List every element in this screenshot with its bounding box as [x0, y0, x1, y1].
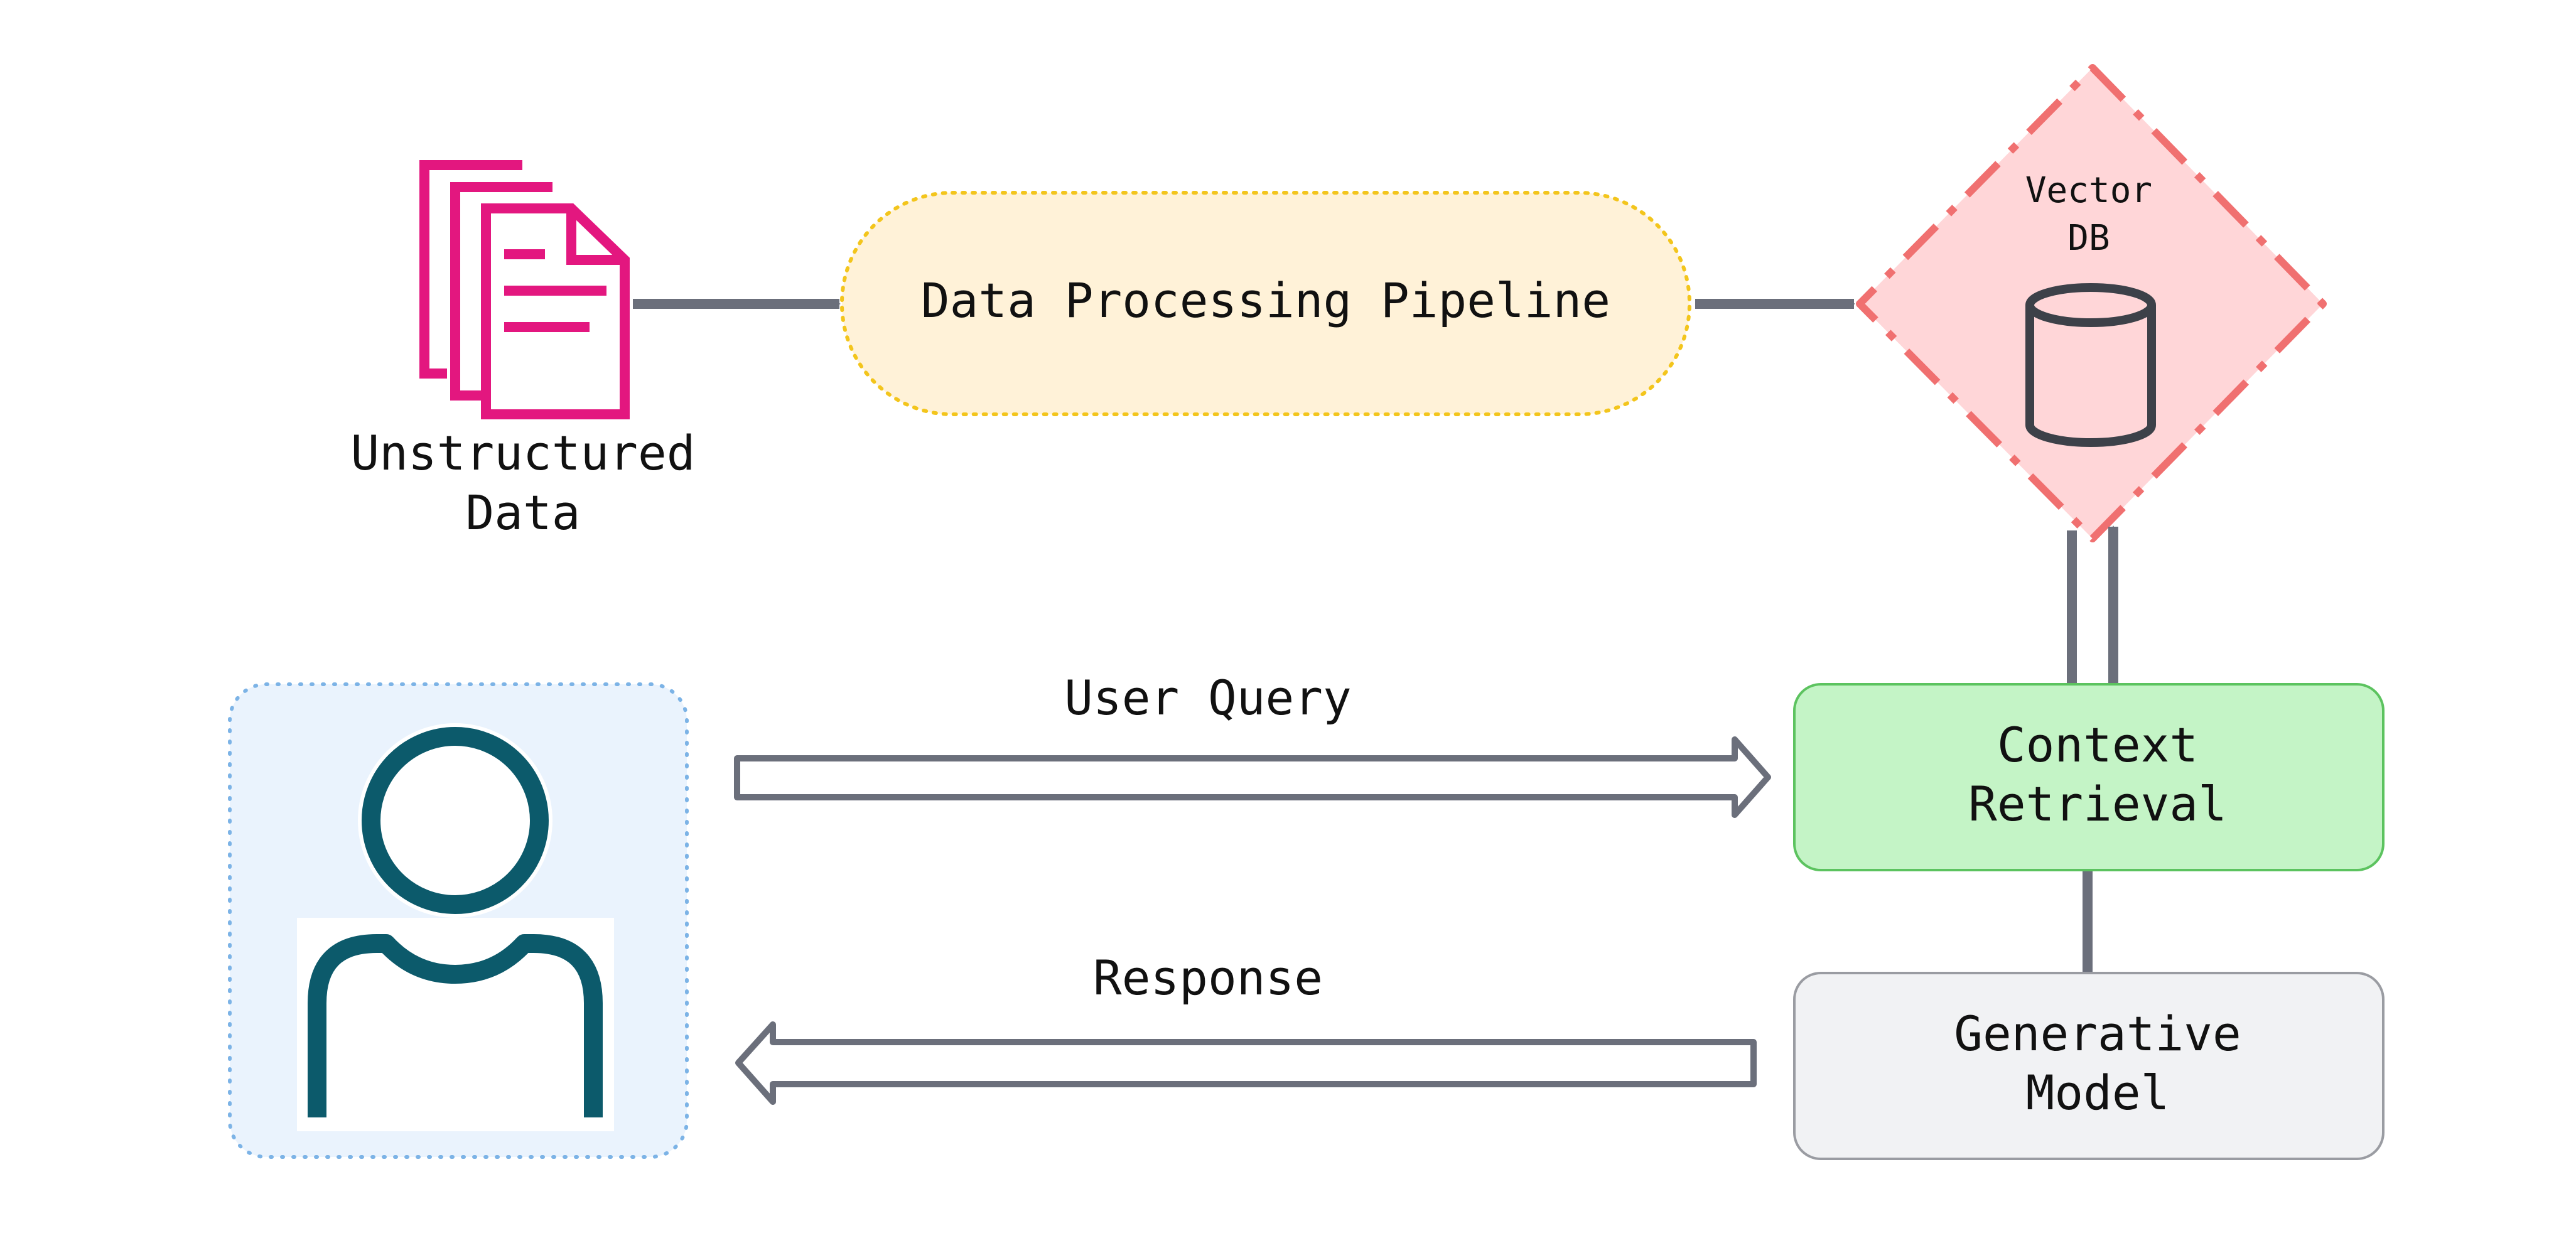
unstructured-data-label-line1: Unstructured [350, 425, 695, 481]
context-retrieval-label-line1: Context [1997, 717, 2198, 773]
generative-model-node[interactable]: Generative Model [1793, 972, 2385, 1160]
pipeline-label: Data Processing Pipeline [921, 272, 1610, 328]
user-query-label: User Query [1064, 670, 1352, 726]
response-label: Response [1093, 950, 1323, 1006]
user-query-block-arrow [734, 736, 1771, 818]
user-query-edge: User Query [734, 670, 1771, 818]
pipeline-pill [840, 191, 1691, 416]
context-retrieval-node[interactable]: Context Retrieval [1793, 683, 2385, 871]
unstructured-data-node: Unstructured Data [350, 160, 696, 541]
documents-icon [419, 160, 630, 419]
response-edge: Response [735, 950, 1757, 1105]
unstructured-data-label-line2: Data [465, 485, 580, 541]
context-retrieval-box [1793, 683, 2385, 871]
database-cylinder-icon [2025, 283, 2156, 447]
generative-model-label-line2: Model [2026, 1065, 2170, 1121]
generative-model-label-line1: Generative [1954, 1006, 2241, 1062]
generative-model-box [1793, 972, 2385, 1160]
user-person-icon [297, 723, 614, 1131]
user-panel[interactable] [228, 682, 689, 1159]
vector-db-diamond [1856, 64, 2327, 542]
vector-db-node[interactable]: Vector DB [1856, 64, 2327, 542]
context-retrieval-label-line2: Retrieval [1968, 776, 2227, 832]
vector-db-label-line2: DB [2067, 218, 2110, 259]
response-block-arrow [735, 1021, 1757, 1105]
vector-db-label-line1: Vector [2025, 170, 2152, 211]
data-processing-pipeline-node[interactable]: Data Processing Pipeline [840, 191, 1691, 416]
